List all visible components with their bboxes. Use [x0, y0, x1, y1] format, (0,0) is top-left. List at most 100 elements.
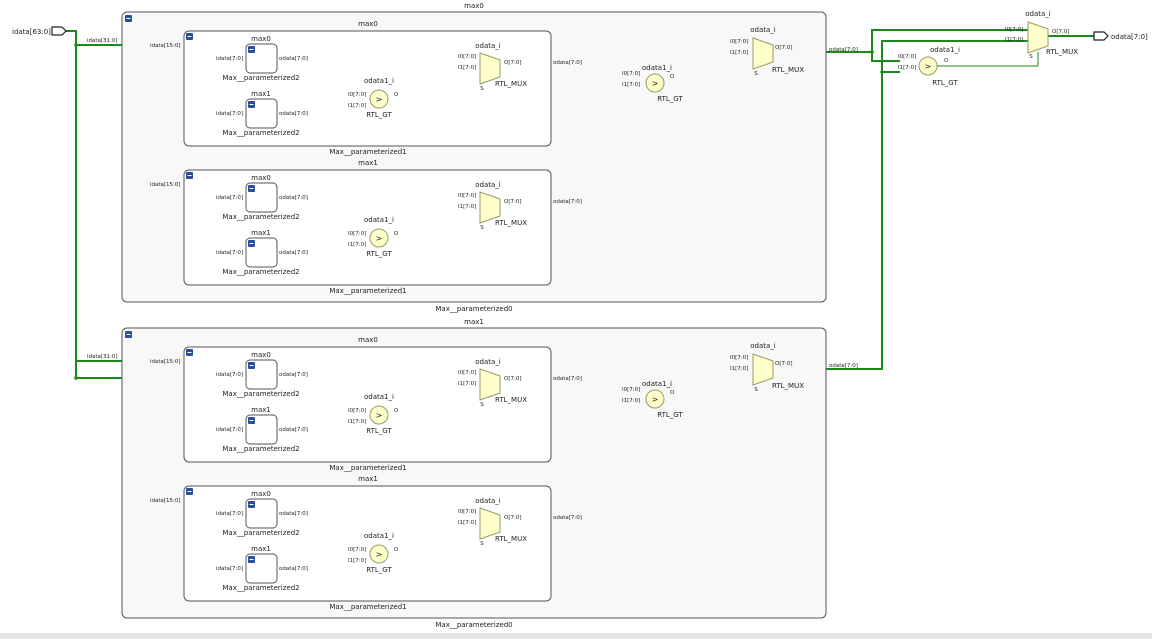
outer-max0-inner0-gt[interactable]: [369, 89, 389, 109]
outer-max0-inner1-gt-symbol: >: [376, 234, 383, 243]
odata-output-port[interactable]: [1093, 31, 1109, 41]
outer-max1-inner0-module-label: Max__parameterized1: [329, 464, 406, 472]
outer-max1-in1-label: idata[15:0]: [150, 498, 181, 504]
outer-max1-inner0-instance-label: max0: [358, 336, 378, 344]
outer-max1-inner1-mux-name: odata_i: [475, 497, 501, 505]
final-gt[interactable]: [918, 56, 938, 76]
outer-max1-inner0-leaf1-label: max1: [251, 406, 271, 414]
final-mux[interactable]: [1027, 21, 1049, 54]
outer-max0-inner0-mux-s: S: [480, 86, 484, 92]
outer-max0-mux-o: O[7:0]: [775, 45, 792, 51]
outer-max1-inner1-gt-symbol: >: [376, 550, 383, 559]
outer-max1-mux-i0: I0[7:0]: [730, 355, 748, 361]
bottom-scroll-strip: [0, 633, 1152, 639]
idata-input-port[interactable]: [51, 26, 67, 36]
outer-max1-module-label: Max__parameterized0: [435, 621, 512, 629]
outer-max0-inner1-leaf0-out-label: odata[7:0]: [279, 195, 308, 201]
outer-max0-gt-i0: I0[7:0]: [622, 71, 640, 77]
final-gt-i1: I1[7:0]: [898, 65, 916, 71]
outer-max0-module-label: Max__parameterized0: [435, 305, 512, 313]
outer-max1-a-label: odata[7:0]: [553, 376, 582, 382]
outer-max0-inner0-module-label: Max__parameterized1: [329, 148, 406, 156]
outer-max1-inner1-mux[interactable]: [479, 507, 501, 540]
outer-max1-b-label: odata[7:0]: [553, 515, 582, 521]
final-mux-s: S: [1029, 54, 1033, 60]
outer-max0-gt[interactable]: [645, 73, 665, 93]
outer-max0-inner1-leaf1-out-label: odata[7:0]: [279, 250, 308, 256]
outer-max0-inner1-gt-i0: I0[7:0]: [348, 231, 366, 237]
outer-max0-inner0-leaf0-out-label: odata[7:0]: [279, 56, 308, 62]
odata-port-label: odata[7:0]: [1111, 33, 1148, 41]
outer-max0-inner0-mux[interactable]: [479, 52, 501, 85]
outer-max0-inner1-mux[interactable]: [479, 191, 501, 224]
outer-max1-inner0-leaf0-in-label: idata[7:0]: [216, 372, 243, 378]
outer-max1-inner1-module-label: Max__parameterized1: [329, 603, 406, 611]
outer-max1-inner0-leaf0-label: max0: [251, 351, 271, 359]
outer-max1-inner0-mux[interactable]: [479, 368, 501, 401]
outer-max0-inner1-instance-label: max1: [358, 159, 378, 167]
outer-max1-inner1-gt-type: RTL_GT: [366, 566, 392, 574]
final-a-to-mux: [871, 29, 1028, 52]
outer-max1-inner0-mux-name: odata_i: [475, 358, 501, 366]
outer-max1-inner1-gt-i0: I0[7:0]: [348, 547, 366, 553]
outer-max0-inner0-mux-i1: I1[7:0]: [458, 65, 476, 71]
outer-max0-mux[interactable]: [752, 37, 774, 70]
outer-max1-inner0-leaf1-out-label: odata[7:0]: [279, 427, 308, 433]
outer-max0-inner0-leaf0-in-label: idata[7:0]: [216, 56, 243, 62]
outer-max0-inner1-mux-i1: I1[7:0]: [458, 204, 476, 210]
outer-max0-inner1-gt-type: RTL_GT: [366, 250, 392, 258]
top-input-bus: [66, 30, 77, 378]
outer-max0-inner0-gt-name: odata1_i: [364, 77, 394, 85]
outer-max1-inner1-mux-s: S: [480, 541, 484, 547]
final-ja: [870, 50, 874, 54]
outer-max0-inner0-leaf1-label: max1: [251, 90, 271, 98]
outer-max0-gt-symbol: >: [652, 79, 659, 88]
outer-max1-inner0-mux-s: S: [480, 402, 484, 408]
outer-max1-inner1-gt-name: odata1_i: [364, 532, 394, 540]
outer-max0-gt-type: RTL_GT: [657, 95, 683, 103]
outer-max1-inner1-leaf0-out-label: odata[7:0]: [279, 511, 308, 517]
final-jb: [880, 70, 884, 74]
outer-max0-gt-o: O: [670, 74, 675, 80]
outer-max1-inner1-leaf0-module: Max__parameterized2: [222, 529, 299, 537]
outer-max1-inner0-gt-symbol: >: [376, 411, 383, 420]
outer-max0-inner1-gt-o: O: [394, 231, 399, 237]
outer-max1-inner0-gt-o: O: [394, 408, 399, 414]
outer-max0-mux-type: RTL_MUX: [772, 66, 804, 74]
outer-max1-inner0-gt-name: odata1_i: [364, 393, 394, 401]
outer-max1-gt-type: RTL_GT: [657, 411, 683, 419]
outer-max0-inner1-leaf0-module: Max__parameterized2: [222, 213, 299, 221]
outer-max0-inner1-leaf1-label: max1: [251, 229, 271, 237]
outer-max1-inner0-leaf0-module: Max__parameterized2: [222, 390, 299, 398]
outer-max1-inner1-leaf1-in-label: idata[7:0]: [216, 566, 243, 572]
outer-max0-inner0-instance-label: max0: [358, 20, 378, 28]
outer-max1-inner1-gt[interactable]: [369, 544, 389, 564]
outer-max0-inner0-leaf1-in-label: idata[7:0]: [216, 111, 243, 117]
cells-layer: [51, 11, 1109, 619]
outer-max1-mux[interactable]: [752, 353, 774, 386]
outer-max0-inner1-leaf0-label: max0: [251, 174, 271, 182]
outer-max0-inner0-leaf0-label: max0: [251, 35, 271, 43]
final-b-to-mux: [881, 40, 1028, 72]
outer-max1-gt-name: odata1_i: [642, 380, 672, 388]
outer-max1-inner0-gt[interactable]: [369, 405, 389, 425]
outer-max1-mux-s: S: [754, 387, 758, 393]
final-gt-type: RTL_GT: [932, 79, 958, 87]
outer-max1-inner0-mux-o: O[7:0]: [504, 376, 521, 382]
outer-max0-gt-i1: I1[7:0]: [622, 82, 640, 88]
outer-max1-in0-label: idata[15:0]: [150, 359, 181, 365]
outer-max1-inner0-leaf1-module: Max__parameterized2: [222, 445, 299, 453]
outer-max1-inner1-leaf1-out-label: odata[7:0]: [279, 566, 308, 572]
outer-max1-inner1-leaf1-label: max1: [251, 545, 271, 553]
outer-max0-inner0-mux-type: RTL_MUX: [495, 80, 527, 88]
outer-max1-gt-symbol: >: [652, 395, 659, 404]
outer-max0-inner1-gt-name: odata1_i: [364, 216, 394, 224]
outer-max0-inner1-leaf1-in-label: idata[7:0]: [216, 250, 243, 256]
outer-max0-inner1-leaf1-module: Max__parameterized2: [222, 268, 299, 276]
outer-max0-inner1-mux-i0: I0[7:0]: [458, 193, 476, 199]
outer-max1-inner1-mux-i0: I0[7:0]: [458, 509, 476, 515]
outer-max1-gt[interactable]: [645, 389, 665, 409]
outer-max1-inner1-gt-o: O: [394, 547, 399, 553]
outer-max0-inner1-gt[interactable]: [369, 228, 389, 248]
outer-max0-inner1-mux-s: S: [480, 225, 484, 231]
